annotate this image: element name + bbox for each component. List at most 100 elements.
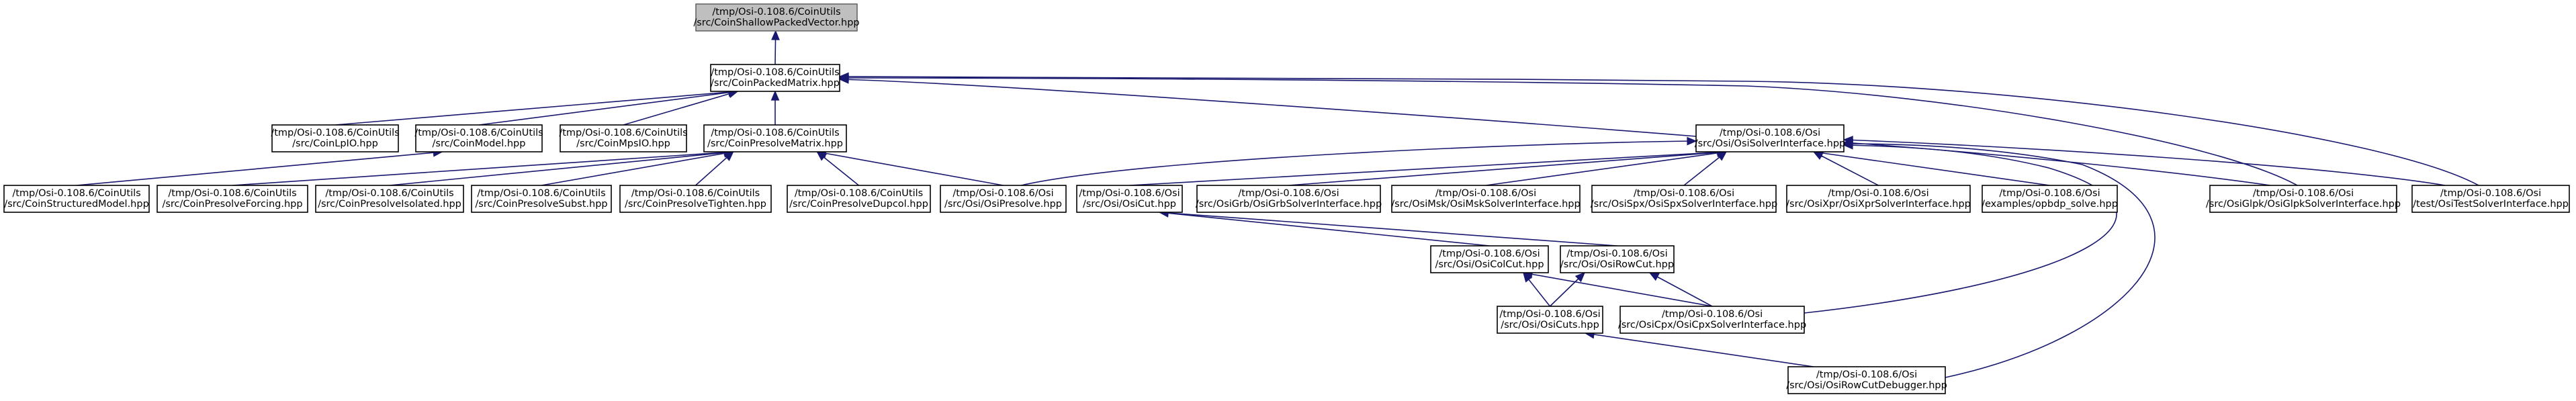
node-file-label: /src/OsiXpr/OsiXprSolverInterface.hpp	[1786, 199, 1971, 210]
node-path-label: /tmp/Osi-0.108.6/Osi	[952, 188, 1053, 199]
node-box[interactable]	[1786, 185, 1971, 213]
node-path-label: /tmp/Osi-0.108.6/CoinUtils	[711, 67, 839, 78]
graph-node[interactable]: /tmp/Osi-0.108.6/Osi/examples/opbdp_solv…	[1982, 185, 2118, 213]
dependency-edge	[817, 151, 1004, 186]
dependency-edge	[1585, 332, 1814, 367]
dependency-edge	[1159, 212, 1490, 247]
graph-node[interactable]: /tmp/Osi-0.108.6/CoinUtils/src/CoinPacke…	[710, 64, 840, 92]
arrowhead	[1716, 151, 1728, 161]
graph-node[interactable]: /tmp/Osi-0.108.6/Osi/src/OsiSpx/OsiSpxSo…	[1591, 185, 1778, 213]
node-path-label: /tmp/Osi-0.108.6/Osi	[1435, 188, 1536, 199]
node-box[interactable]	[787, 185, 931, 213]
node-file-label: /src/CoinShallowPackedVector.hpp	[693, 17, 859, 28]
dependency-edge	[1804, 144, 2117, 314]
node-box[interactable]	[1591, 185, 1777, 213]
dependency-edge	[1523, 272, 1713, 307]
node-path-label: /tmp/Osi-0.108.6/Osi	[1828, 188, 1928, 199]
node-box[interactable]	[1391, 185, 1581, 213]
node-box[interactable]	[1695, 124, 1845, 152]
node-box[interactable]	[415, 124, 543, 152]
node-box[interactable]	[1430, 245, 1549, 273]
node-file-label: /src/Osi/OsiColCut.hpp	[1435, 259, 1544, 270]
graph-node[interactable]: /tmp/Osi-0.108.6/Osi/src/OsiGlpk/OsiGlpk…	[2206, 185, 2401, 213]
graph-node[interactable]: /tmp/Osi-0.108.6/CoinUtils/src/CoinPreso…	[703, 124, 847, 152]
node-box[interactable]	[710, 64, 840, 92]
node-box[interactable]	[1196, 185, 1381, 213]
node-box[interactable]	[1619, 306, 1805, 334]
arrowhead	[1842, 139, 1853, 148]
graph-node[interactable]: /tmp/Osi-0.108.6/Osi/src/OsiXpr/OsiXprSo…	[1786, 185, 1971, 213]
node-path-label: /tmp/Osi-0.108.6/Osi	[1999, 188, 2100, 199]
node-box[interactable]	[560, 124, 687, 152]
graph-node[interactable]: /tmp/Osi-0.108.6/Osi/src/Osi/OsiCut.hpp	[1076, 185, 1183, 213]
graph-node[interactable]: /tmp/Osi-0.108.6/Osi/src/OsiCpx/OsiCpxSo…	[1618, 306, 1806, 334]
dependency-edge	[389, 151, 734, 186]
graph-node[interactable]: /tmp/Osi-0.108.6/CoinUtils/src/CoinStruc…	[3, 185, 150, 213]
nodes-layer: /tmp/Osi-0.108.6/CoinUtils/src/CoinShall…	[3, 3, 2570, 394]
graph-node[interactable]: /tmp/Osi-0.108.6/Osi/src/Osi/OsiSolverIn…	[1695, 124, 1846, 152]
graph-node[interactable]: /tmp/Osi-0.108.6/Osi/src/Osi/OsiRowCutDe…	[1786, 366, 1947, 394]
node-file-label: /src/OsiMsk/OsiMskSolverInterface.hpp	[1391, 199, 1580, 210]
dependency-edge	[76, 151, 443, 186]
dependency-edge	[1159, 212, 1617, 247]
dependency-edge	[1843, 142, 2271, 186]
dependency-edge	[839, 77, 2298, 186]
node-box[interactable]	[619, 185, 772, 213]
graph-node[interactable]: /tmp/Osi-0.108.6/Osi/src/Osi/OsiCuts.hpp	[1497, 306, 1603, 334]
node-file-label: /src/CoinPresolveIsolated.hpp	[318, 199, 461, 210]
arrowhead	[1574, 271, 1586, 283]
arrowhead	[1687, 136, 1697, 146]
node-box[interactable]	[2411, 185, 2570, 213]
node-box[interactable]	[940, 185, 1067, 213]
node-path-label: /tmp/Osi-0.108.6/Osi	[2440, 188, 2541, 199]
graph-node[interactable]: /tmp/Osi-0.108.6/CoinUtils/src/CoinLpIO.…	[271, 124, 400, 152]
graph-node[interactable]: /tmp/Osi-0.108.6/Osi/src/Osi/OsiRowCut.h…	[1560, 245, 1675, 273]
node-box[interactable]	[1560, 245, 1675, 273]
node-box[interactable]	[1497, 306, 1603, 334]
graph-node[interactable]: /tmp/Osi-0.108.6/CoinUtils/src/CoinMpsIO…	[559, 124, 688, 152]
node-file-label: /src/CoinPresolveForcing.hpp	[162, 199, 302, 210]
node-box[interactable]	[1787, 366, 1946, 394]
node-path-label: /tmp/Osi-0.108.6/Osi	[1634, 188, 1734, 199]
node-file-label: /src/CoinMpsIO.hpp	[576, 138, 670, 149]
dependency-edge	[839, 79, 1697, 137]
arrowhead	[1648, 272, 1660, 281]
graph-node[interactable]: /tmp/Osi-0.108.6/Osi/src/Osi/OsiPresolve…	[940, 185, 1067, 213]
node-path-label: /tmp/Osi-0.108.6/CoinUtils	[168, 188, 296, 199]
node-path-label: /tmp/Osi-0.108.6/CoinUtils	[631, 188, 760, 199]
node-path-label: /tmp/Osi-0.108.6/CoinUtils	[12, 188, 140, 199]
node-box[interactable]	[157, 185, 308, 213]
dependency-edge	[1129, 151, 1727, 186]
node-box[interactable]	[703, 124, 847, 152]
dependency-edge	[839, 76, 2479, 186]
graph-node[interactable]: /tmp/Osi-0.108.6/Osi/src/OsiMsk/OsiMskSo…	[1391, 185, 1581, 213]
node-box[interactable]	[315, 185, 464, 213]
node-box[interactable]	[271, 124, 399, 152]
node-file-label: /src/Osi/OsiCut.hpp	[1083, 199, 1176, 210]
graph-node[interactable]: /tmp/Osi-0.108.6/CoinUtils/src/CoinPreso…	[787, 185, 931, 213]
node-box[interactable]	[1076, 185, 1183, 213]
node-box[interactable]	[2209, 185, 2397, 213]
node-path-label: /tmp/Osi-0.108.6/Osi	[1816, 369, 1917, 380]
graph-node[interactable]: /tmp/Osi-0.108.6/Osi/src/Osi/OsiColCut.h…	[1430, 245, 1549, 273]
node-box[interactable]	[471, 185, 612, 213]
node-file-label: /src/CoinLpIO.hpp	[292, 138, 378, 149]
graph-node[interactable]: /tmp/Osi-0.108.6/CoinUtils/src/CoinPreso…	[471, 185, 612, 213]
graph-node[interactable]: /tmp/Osi-0.108.6/CoinUtils/src/CoinPreso…	[315, 185, 464, 213]
graph-node[interactable]: /tmp/Osi-0.108.6/CoinUtils/src/CoinPreso…	[619, 185, 772, 213]
node-path-label: /tmp/Osi-0.108.6/CoinUtils	[711, 128, 839, 138]
node-box[interactable]	[1982, 185, 2118, 213]
node-file-label: /src/CoinPresolveSubst.hpp	[475, 199, 607, 210]
edges-layer	[76, 30, 2479, 378]
dependency-edge	[232, 151, 734, 186]
node-path-label: /tmp/Osi-0.108.6/CoinUtils	[325, 188, 453, 199]
graph-node[interactable]: /tmp/Osi-0.108.6/CoinUtils/src/CoinModel…	[414, 124, 543, 152]
graph-node[interactable]: /tmp/Osi-0.108.6/CoinUtils/src/CoinPreso…	[157, 185, 308, 213]
node-file-label: /src/OsiGrb/OsiGrbSolverInterface.hpp	[1196, 199, 1382, 210]
graph-node[interactable]: /tmp/Osi-0.108.6/Osi/src/OsiGrb/OsiGrbSo…	[1196, 185, 1382, 213]
dependency-edge	[1020, 140, 1697, 186]
node-box[interactable]	[3, 185, 150, 213]
graph-node[interactable]: /tmp/Osi-0.108.6/Osi/test/OsiTestSolverI…	[2411, 185, 2570, 213]
